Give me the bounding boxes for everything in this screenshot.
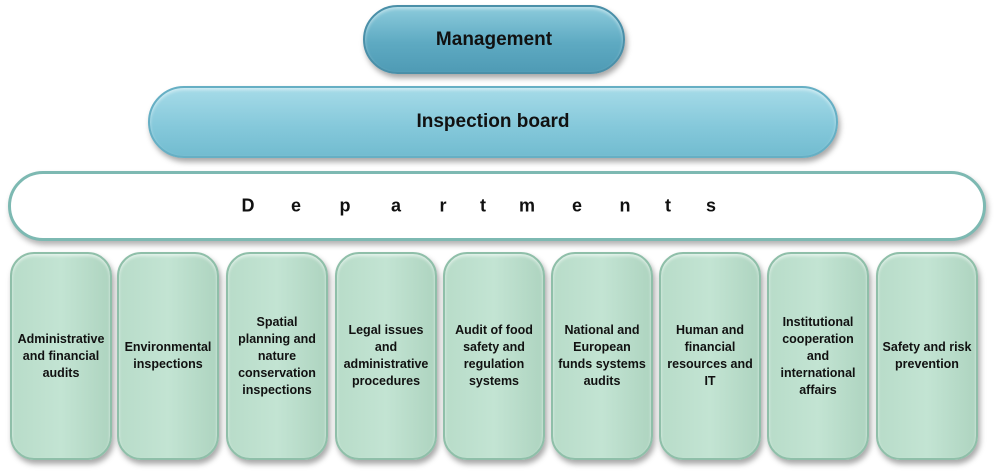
management-node: Management bbox=[363, 5, 625, 74]
department-label: Audit of food safety and regulation syst… bbox=[455, 323, 533, 388]
departments-header-letter: p bbox=[339, 195, 351, 216]
departments-header-letter: t bbox=[665, 195, 671, 216]
department-node: National and European funds systems audi… bbox=[551, 252, 653, 460]
department-node: Human and financial resources and IT bbox=[659, 252, 761, 460]
departments-header-letter: r bbox=[439, 195, 447, 216]
department-node: Environmental inspections bbox=[117, 252, 219, 460]
management-label: Management bbox=[435, 28, 553, 50]
departments-header-letter: t bbox=[480, 195, 486, 216]
inspection-board-node: Inspection board bbox=[148, 86, 838, 158]
department-node: Institutional cooperation and internatio… bbox=[767, 252, 869, 460]
department-label: Human and financial resources and IT bbox=[667, 323, 753, 388]
department-node: Safety and risk prevention bbox=[876, 252, 978, 460]
department-label: Spatial planning and nature conservation… bbox=[238, 314, 316, 397]
department-node: Legal issues and administrative procedur… bbox=[335, 252, 437, 460]
department-node: Audit of food safety and regulation syst… bbox=[443, 252, 545, 460]
department-node: Spatial planning and nature conservation… bbox=[226, 252, 328, 460]
inspection-board-label: Inspection board bbox=[416, 111, 570, 132]
department-label: Institutional cooperation and internatio… bbox=[780, 314, 856, 397]
department-label: Legal issues and administrative procedur… bbox=[343, 323, 429, 388]
departments-header-letter: e bbox=[290, 195, 302, 216]
departments-header-letter: D bbox=[241, 195, 255, 216]
department-node: Administrative and financial audits bbox=[10, 252, 112, 460]
departments-header-letter: e bbox=[571, 195, 583, 216]
departments-header-letter: s bbox=[705, 195, 717, 216]
department-label: National and European funds systems audi… bbox=[558, 323, 646, 388]
department-label: Safety and risk prevention bbox=[882, 340, 972, 371]
departments-header-letter: m bbox=[518, 195, 536, 216]
departments-header-letter: a bbox=[390, 195, 402, 216]
departments-header-letter: n bbox=[619, 195, 631, 216]
department-label: Administrative and financial audits bbox=[17, 331, 105, 380]
department-label: Environmental inspections bbox=[124, 340, 212, 371]
